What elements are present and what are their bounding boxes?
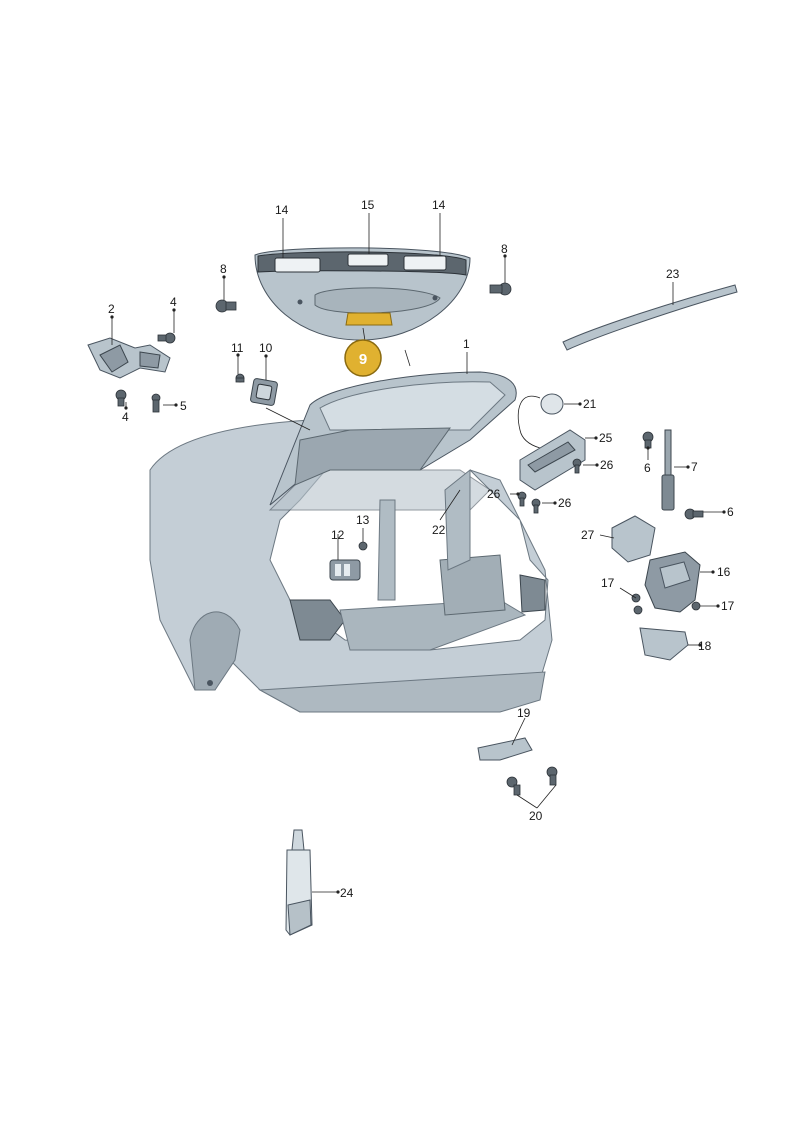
label-8-right: 8 [501,242,508,256]
highlighted-light-part [345,312,393,326]
highlight-badge-9: 9 [344,339,382,377]
ball-stud-6a [642,431,654,449]
label-22: 22 [432,523,446,537]
label-7: 7 [691,460,698,474]
label-14-right: 14 [432,198,446,212]
gas-strut-7 [661,429,675,511]
label-15: 15 [361,198,375,212]
screw-13 [358,541,368,551]
label-5: 5 [180,399,187,413]
label-12: 12 [331,528,345,542]
label-25: 25 [599,431,613,445]
label-9: 9 [359,351,367,368]
label-2: 2 [108,302,115,316]
label-26-mid: 26 [558,496,572,510]
hinge [87,337,171,379]
label-6-top: 6 [644,461,651,475]
label-20: 20 [529,809,543,823]
leader-arrowheads [110,254,726,894]
label-26-right: 26 [600,458,614,472]
bolt-4a [157,332,176,344]
label-21: 21 [583,397,597,411]
ball-stud-6b [684,508,704,520]
label-16: 16 [717,565,731,579]
label-11: 11 [231,341,244,355]
switch-12 [329,559,361,581]
leader-lines [111,213,724,893]
label-13: 13 [356,513,370,527]
bolt-4b [115,389,127,407]
screw-26c [531,498,541,514]
car-body [149,419,553,713]
lock-16 [644,551,701,613]
striker-18 [639,627,689,661]
label-24: 24 [340,886,354,900]
label-19: 19 [517,706,531,720]
label-1: 1 [463,337,470,351]
label-10: 10 [259,341,273,355]
lamp-right [403,255,447,271]
switch-10 [250,378,278,406]
lamp-center [347,253,389,267]
part-labels: 14 15 14 8 8 23 2 4 4 5 11 10 1 21 25 26… [108,198,735,900]
sealant-tube-24 [285,829,313,936]
bracket-27 [611,515,656,563]
label-17-right: 17 [721,599,735,613]
clip-8b [489,282,512,296]
screw-17a [631,593,643,615]
bracket-19 [477,737,533,761]
screw-17b [691,601,701,611]
label-4-top: 4 [170,295,177,309]
label-27: 27 [581,528,595,542]
label-23: 23 [666,267,680,281]
screw-26a [572,458,582,474]
bolt-5 [151,393,161,413]
label-17-left: 17 [601,576,615,590]
strip-23 [562,284,738,351]
bolt-20b [546,766,558,786]
label-26-left: 26 [487,487,501,501]
label-18: 18 [698,639,712,653]
label-8-left: 8 [220,262,227,276]
tailgate [269,371,517,506]
clip-8a [215,299,237,313]
label-6-right: 6 [727,505,734,519]
label-14-left: 14 [275,203,289,217]
bulb-21 [517,393,564,449]
label-4-bottom: 4 [122,410,129,424]
control-unit-25 [519,429,586,491]
lamp-left [274,257,321,273]
trim-panel [254,247,471,341]
bolt-20a [506,776,521,796]
screw-11 [235,373,245,383]
screw-26b [517,491,527,507]
